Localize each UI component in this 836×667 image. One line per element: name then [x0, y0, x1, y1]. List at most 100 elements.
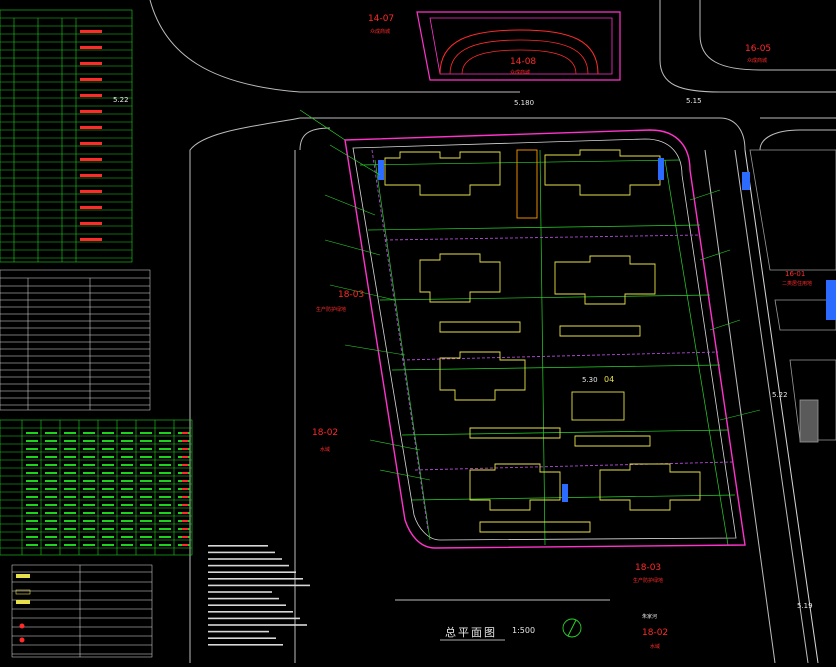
- table-cell-mark: [140, 448, 152, 450]
- table-cell-mark: [80, 30, 102, 33]
- table-cell-mark: [159, 512, 171, 514]
- table-cell-mark: [121, 536, 133, 538]
- building-number: 04: [604, 375, 615, 384]
- table-cell-mark: [26, 536, 38, 538]
- note-line: [208, 644, 283, 646]
- table-cell-mark: [102, 432, 114, 434]
- table-cell-mark: [140, 528, 152, 530]
- table-cell-mark: [26, 520, 38, 522]
- table-cell-mark: [83, 512, 95, 514]
- table-cell-mark: [102, 464, 114, 466]
- table-cell-mark: [102, 456, 114, 458]
- table-cell-mark: [45, 520, 57, 522]
- table-cell-mark: [102, 496, 114, 498]
- adjacent-buildings: [749, 149, 836, 443]
- zone-name: 众成商城: [510, 70, 531, 76]
- table-cell-mark: [45, 432, 57, 434]
- table-cell-mark: [102, 480, 114, 482]
- table-cell-mark: [45, 456, 57, 458]
- table-cell-mark: [26, 480, 38, 482]
- table-cell-mark: [159, 440, 171, 442]
- table-cell-mark: [64, 496, 76, 498]
- table-cell-mark: [159, 488, 171, 490]
- table-middle: [0, 269, 151, 411]
- table-cell-mark: [80, 238, 102, 241]
- table-cell-mark: [102, 512, 114, 514]
- elevation-mark: 5.180: [514, 99, 535, 107]
- table-cell-mark: [26, 448, 38, 450]
- table-cell-mark: [140, 512, 152, 514]
- table-cell-mark: [26, 432, 38, 434]
- note-line: [208, 591, 272, 593]
- table-cell-mark: [140, 432, 152, 434]
- zone-code: 14-07: [368, 14, 395, 24]
- table-cell-mark: [45, 440, 57, 442]
- elevation-mark: 5.22: [772, 391, 788, 399]
- table-cell-mark: [80, 190, 102, 193]
- table-cell-mark: [64, 456, 76, 458]
- zone-name: 水域: [320, 447, 331, 453]
- table-cell-mark: [102, 520, 114, 522]
- table-cell-mark: [102, 528, 114, 530]
- table-cell-mark: [45, 448, 57, 450]
- table-cell-mark: [182, 520, 188, 522]
- table-cell-mark: [83, 536, 95, 538]
- note-line: [208, 564, 289, 567]
- table-cell-mark: [80, 142, 102, 145]
- table-cell-mark: [140, 504, 152, 506]
- internal-roads: [371, 149, 733, 531]
- table-cell-mark: [182, 472, 188, 474]
- table-cell-mark: [121, 488, 133, 490]
- building: [469, 463, 561, 511]
- table-cell-mark: [182, 512, 188, 514]
- table-cell-mark: [121, 504, 133, 506]
- table-cell-mark: [80, 62, 102, 65]
- zone-code: 16-01: [785, 270, 806, 278]
- road-name: 朱家河: [642, 614, 658, 620]
- table-cell-mark: [83, 440, 95, 442]
- table-cell-mark: [159, 432, 171, 434]
- table-cell-mark: [45, 480, 57, 482]
- table-cell-mark: [80, 78, 102, 81]
- table-cell-mark: [64, 464, 76, 466]
- note-line: [208, 571, 296, 573]
- zone-code: 18-02: [312, 428, 339, 438]
- table-cell-mark: [182, 496, 188, 498]
- table-cell-mark: [64, 440, 76, 442]
- pipe-network: [299, 109, 736, 546]
- table-cell-mark: [121, 544, 133, 546]
- table-cell-mark: [182, 464, 188, 466]
- table-cell-mark: [80, 94, 102, 97]
- elevation-mark: 5.30: [582, 376, 598, 384]
- table-cell-mark: [140, 464, 152, 466]
- table-cell-mark: [83, 464, 95, 466]
- table-cell-mark: [159, 544, 171, 546]
- road-curb: [149, 0, 520, 93]
- table-cell-mark: [159, 496, 171, 498]
- building: [544, 149, 661, 196]
- table-cell-mark: [45, 496, 57, 498]
- table-cell-mark: [80, 222, 102, 225]
- note-line: [208, 604, 286, 606]
- table-cell-mark: [83, 528, 95, 530]
- table-cell-mark: [121, 448, 133, 450]
- table-cell-mark: [140, 456, 152, 458]
- blue-accents: [378, 158, 836, 502]
- zone-name: 水域: [650, 644, 661, 650]
- table-cell-mark: [26, 472, 38, 474]
- table-cell-mark: [26, 440, 38, 442]
- table-cell-mark: [64, 536, 76, 538]
- zone-name: 生产防护绿地: [633, 578, 664, 584]
- building: [384, 151, 501, 196]
- zone-name: 二类居住用地: [782, 281, 813, 287]
- table-cell-mark: [64, 512, 76, 514]
- note-line: [208, 597, 279, 600]
- table-cell-mark: [140, 440, 152, 442]
- table-cell-mark: [182, 488, 188, 490]
- buildings: [384, 149, 701, 533]
- zone-code: 16-05: [745, 44, 772, 54]
- legend-symbols: [15, 574, 31, 643]
- drawing-title: 总平面图: [445, 626, 497, 639]
- table-cell-mark: [45, 488, 57, 490]
- table-cell-mark: [64, 432, 76, 434]
